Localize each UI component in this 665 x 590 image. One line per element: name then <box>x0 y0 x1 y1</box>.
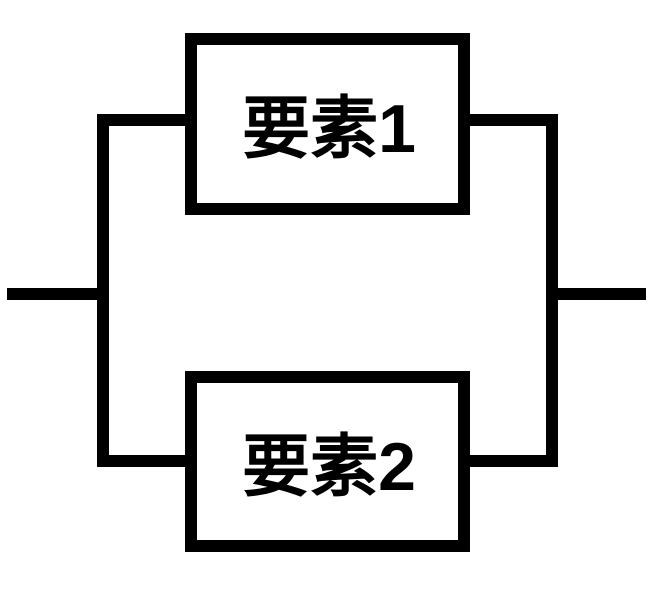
element-2-box <box>185 371 470 552</box>
right-branch-line <box>466 114 558 467</box>
left-branch-line <box>97 114 190 467</box>
element-1-label: 要素1 <box>242 91 416 167</box>
element-2-label: 要素2 <box>242 429 416 505</box>
element-1-box <box>185 33 470 215</box>
